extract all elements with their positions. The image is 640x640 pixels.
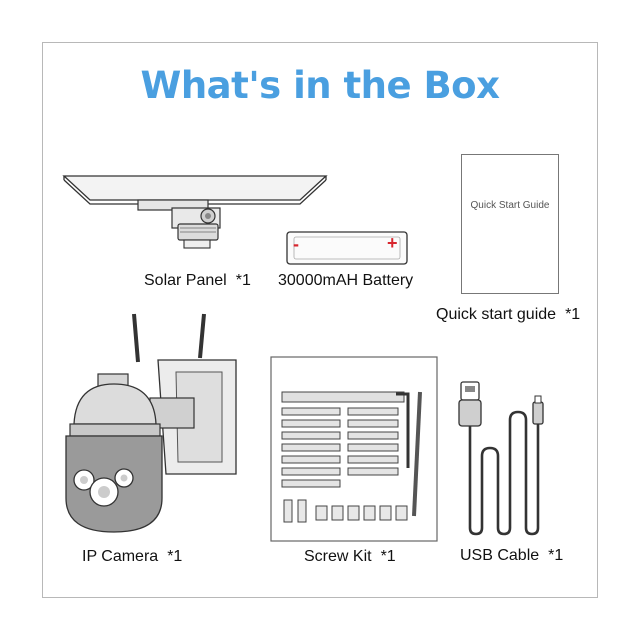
item-label-battery: 30000mAH Battery [278,271,413,291]
item-qty: *1 [167,548,183,565]
item-name: USB Cable [460,547,540,564]
battery-plus-mark: + [387,233,398,253]
item-label-usb-cable: USB Cable *1 [460,546,563,566]
item-name: Quick start guide [436,306,557,323]
item-name: 30000mAH Battery [278,272,414,289]
guide-booklet-icon: Quick Start Guide [461,154,559,294]
item-qty: *1 [380,548,396,565]
item-name: Screw Kit [304,548,372,565]
solar-panel-icon [62,175,328,249]
item-label-solar-panel: Solar Panel *1 [144,271,251,291]
ip-camera-icon [65,313,237,533]
screw-kit-icon [270,356,438,542]
item-qty: *1 [565,306,581,323]
battery-icon [286,231,408,265]
item-name: IP Camera [82,548,159,565]
page-title: What's in the Box [140,64,500,107]
item-label-screw-kit: Screw Kit *1 [304,547,396,567]
usb-cable-icon [458,381,544,536]
item-name: Solar Panel [144,272,227,289]
guide-cover-text: Quick Start Guide [470,200,550,211]
item-qty: *1 [235,272,251,289]
battery-minus-mark: - [293,234,299,254]
item-label-quick-start-guide: Quick start guide *1 [436,305,580,325]
item-label-ip-camera: IP Camera *1 [82,547,182,567]
item-qty: *1 [548,547,564,564]
